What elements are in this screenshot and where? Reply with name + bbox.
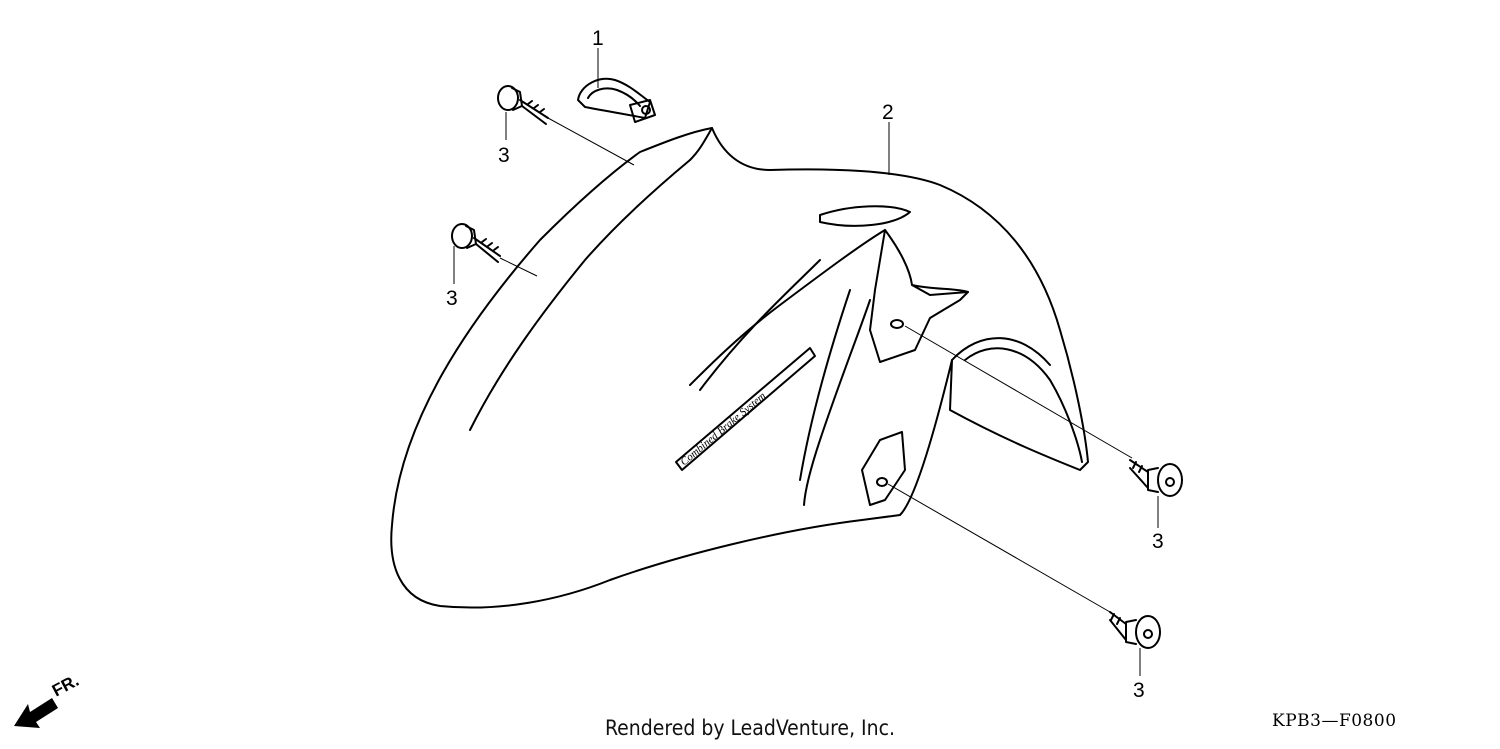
- decal-label: Combined Brake System: [678, 390, 768, 468]
- callout-part-1: 1: [592, 27, 604, 50]
- callout-part-2: 2: [882, 101, 894, 124]
- callout-bolt-right-lower: 3: [1133, 679, 1145, 702]
- bolt-mid-left: [452, 224, 500, 262]
- callout-bolt-mid-left: 3: [446, 287, 458, 310]
- bolt-right-upper: [1130, 460, 1182, 496]
- hose-clip: [578, 79, 655, 122]
- footer-credit: Rendered by LeadVenture, Inc.: [605, 716, 895, 740]
- arrow-down-left-icon: [14, 698, 58, 728]
- leader-lines: [454, 48, 1158, 676]
- diagram-code: KPB3—F0800: [1272, 711, 1397, 731]
- callout-bolt-right-upper: 3: [1152, 530, 1164, 553]
- bolt-right-lower: [1110, 612, 1160, 648]
- front-fender: [391, 128, 1088, 608]
- callout-bolt-top-left: 3: [498, 144, 510, 167]
- bolt-top-left: [498, 86, 548, 124]
